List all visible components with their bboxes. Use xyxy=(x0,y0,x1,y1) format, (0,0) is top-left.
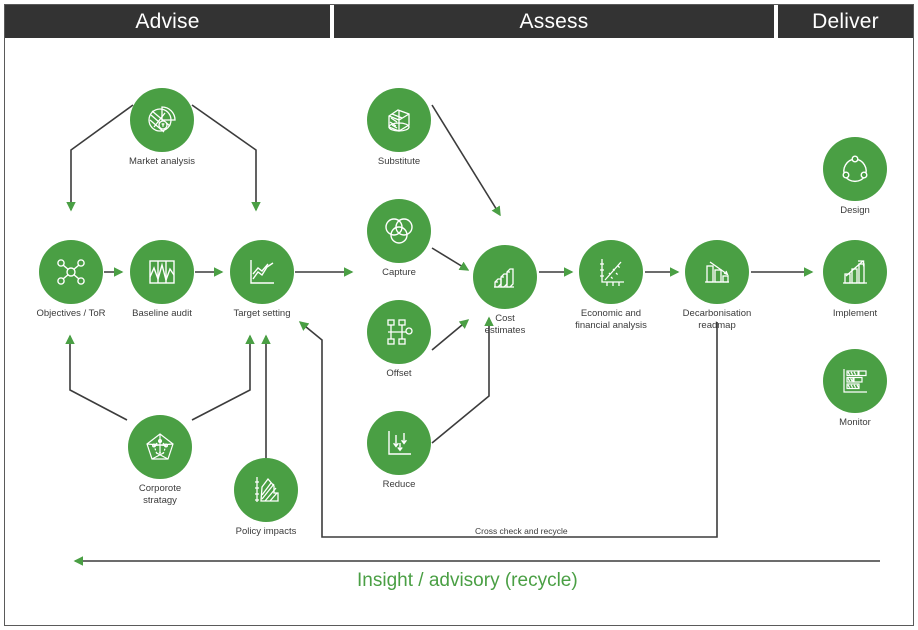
column-header-assess-label: Assess xyxy=(519,9,589,33)
radar-chart-icon xyxy=(146,433,174,460)
node-market-analysis-circle[interactable] xyxy=(130,88,194,152)
node-baseline-audit-circle[interactable] xyxy=(130,240,194,304)
node-policy-impacts-label: Policy impacts xyxy=(235,526,297,537)
node-economic-analysis-label: Economic and financial analysis xyxy=(575,308,647,331)
node-corporate-strategy-circle[interactable] xyxy=(128,415,192,479)
gantt-chart-icon xyxy=(843,369,867,393)
column-header-advise-label: Advise xyxy=(135,9,200,33)
line-graph-icon xyxy=(250,260,274,284)
node-offset-circle[interactable] xyxy=(367,300,431,364)
node-decarbonisation-roadmap-circle[interactable] xyxy=(685,240,749,304)
venn-circles-icon xyxy=(385,218,413,244)
column-header-deliver-label: Deliver xyxy=(812,9,879,33)
diagram-frame xyxy=(4,4,914,626)
node-monitor-label: Monitor xyxy=(839,417,871,428)
node-capture-label: Capture xyxy=(382,267,416,278)
node-substitute-label: Substitute xyxy=(377,156,421,167)
cross-check-label: Cross check and recycle xyxy=(475,526,568,536)
waveform-chart-icon xyxy=(149,260,175,284)
node-policy-impacts-circle[interactable] xyxy=(234,458,298,522)
node-reduce-circle[interactable] xyxy=(367,411,431,475)
node-market-analysis-label: Market analysis xyxy=(129,156,195,167)
pie-chart-icon xyxy=(148,106,176,133)
bar-chart-3d-icon xyxy=(494,268,514,288)
hierarchy-icon xyxy=(387,319,413,345)
node-design-label: Design xyxy=(840,205,870,216)
node-cost-estimates-label: Cost estimates xyxy=(484,313,526,336)
node-implement-label: Implement xyxy=(832,308,878,319)
node-economic-analysis-circle[interactable] xyxy=(579,240,643,304)
node-substitute-circle[interactable] xyxy=(367,88,431,152)
node-monitor-circle[interactable] xyxy=(823,349,887,413)
node-capture-circle[interactable] xyxy=(367,199,431,263)
scatter-trend-icon xyxy=(600,259,624,286)
network-nodes-icon xyxy=(57,259,85,285)
cube-blocks-icon xyxy=(388,109,410,132)
node-design-circle[interactable] xyxy=(823,137,887,201)
insight-advisory-label: Insight / advisory (recycle) xyxy=(357,570,578,591)
node-objectives-tor-label: Objectives / ToR xyxy=(36,308,106,319)
node-reduce-label: Reduce xyxy=(382,479,416,490)
node-decarbonisation-roadmap-label: Decarbonisation readmap xyxy=(682,308,752,331)
node-cost-estimates-circle[interactable] xyxy=(473,245,537,309)
node-corporate-strategy-label: Corporote stratagy xyxy=(138,483,182,506)
node-implement-circle[interactable] xyxy=(823,240,887,304)
triangle-nodes-icon xyxy=(842,155,868,182)
node-target-setting-label: Target setting xyxy=(233,308,291,319)
column-header-deliver: Deliver xyxy=(778,5,913,38)
down-arrows-chart-icon xyxy=(388,431,411,455)
column-header-advise: Advise xyxy=(5,5,330,38)
node-offset-label: Offset xyxy=(386,368,412,379)
growth-bars-icon xyxy=(843,260,867,284)
node-objectives-tor-circle[interactable] xyxy=(39,240,103,304)
area-chart-icon xyxy=(255,477,279,502)
node-baseline-audit-label: Baseline audit xyxy=(132,308,192,319)
node-target-setting-circle[interactable] xyxy=(230,240,294,304)
column-header-assess: Assess xyxy=(334,5,774,38)
declining-bars-icon xyxy=(705,261,729,283)
